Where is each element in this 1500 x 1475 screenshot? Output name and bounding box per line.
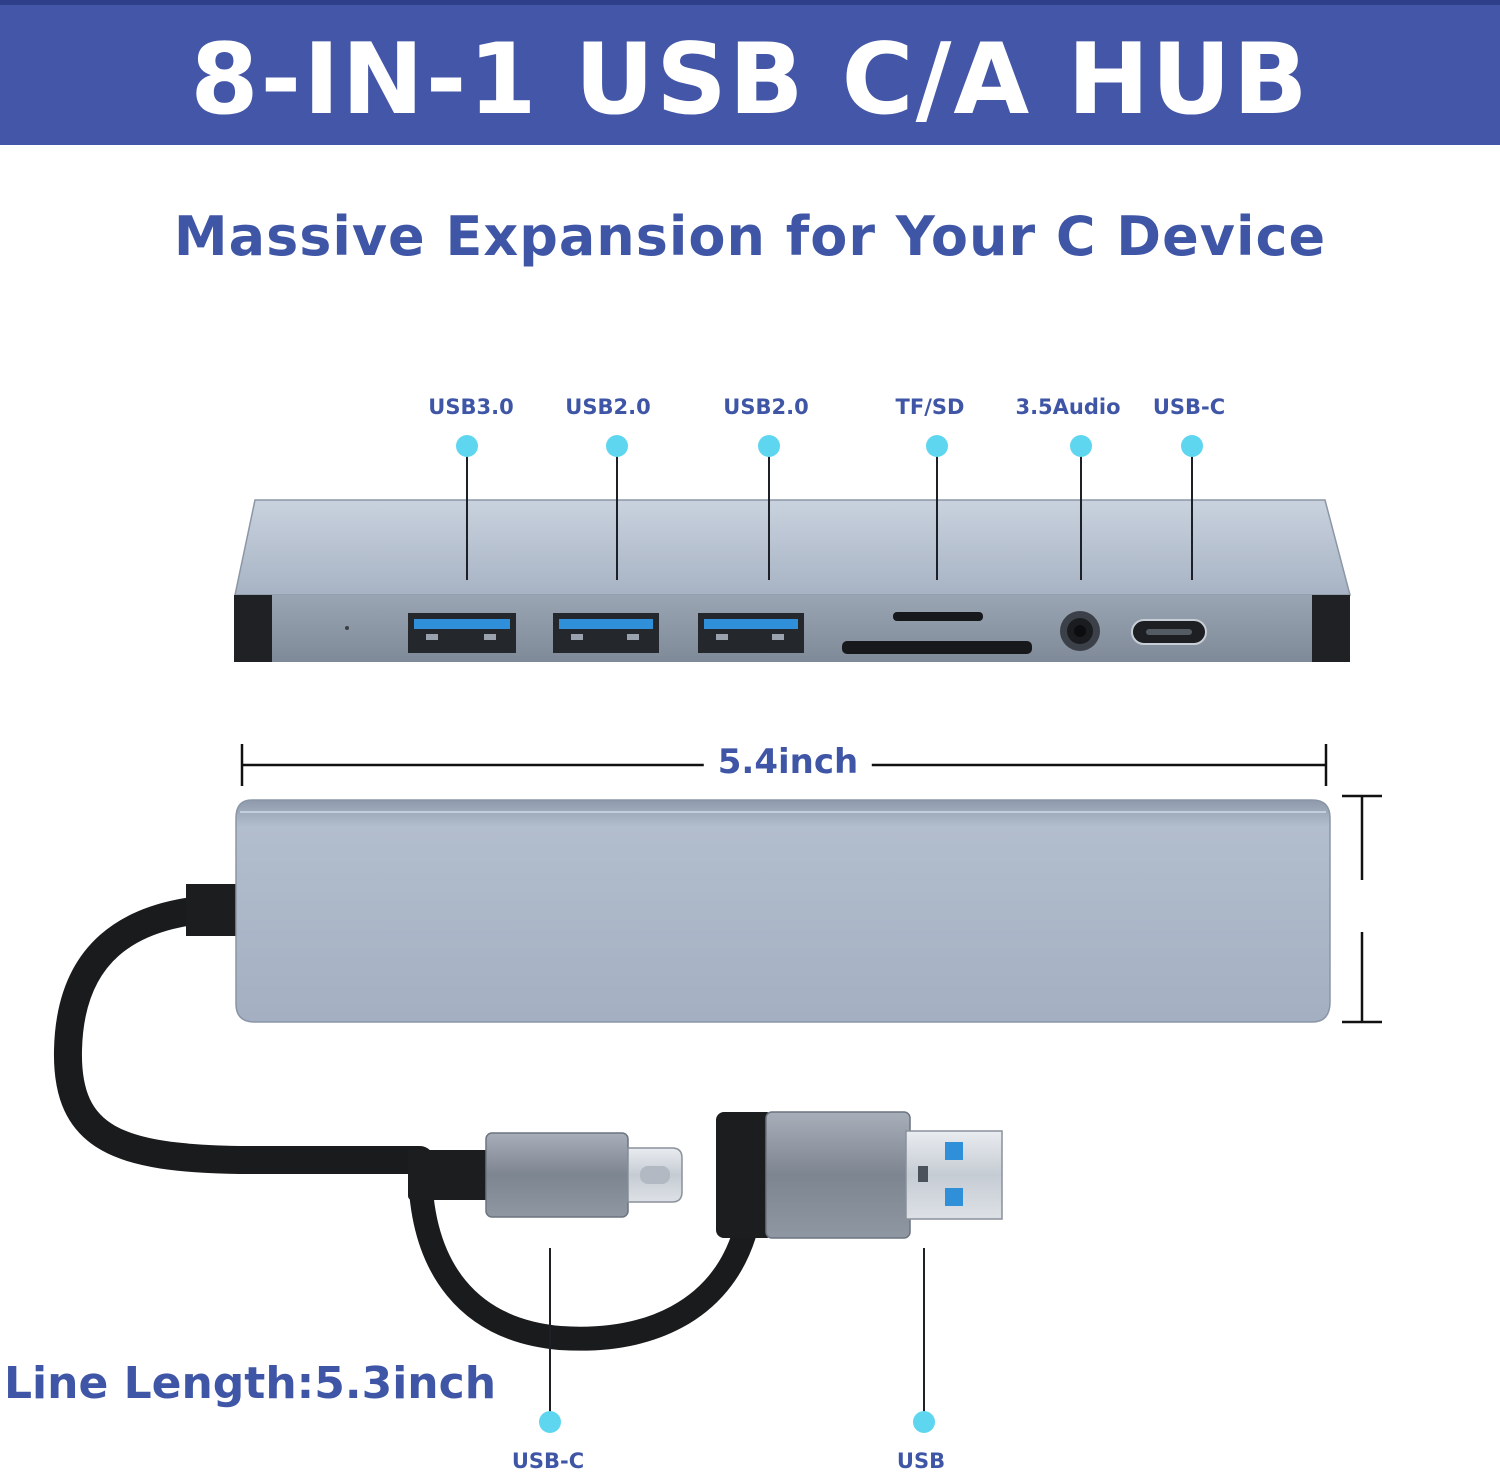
usb-c-port [1131, 619, 1207, 645]
subtitle: Massive Expansion for Your C Device [173, 205, 1327, 268]
audio-jack [1060, 611, 1100, 651]
port-label-usb2-2: USB2.0 [723, 395, 809, 419]
hub-end-cap-left [234, 595, 272, 662]
height-dimension [1342, 794, 1382, 1024]
port-label-usb2-1: USB2.0 [565, 395, 651, 419]
port-label-usb3: USB3.0 [428, 395, 514, 419]
callout-dot [913, 1411, 935, 1433]
callout-dot [758, 435, 780, 457]
usb2-port-2 [698, 613, 804, 653]
hub-front-view [234, 499, 1351, 662]
page-title: 8-IN-1 USB C/A HUB [190, 23, 1310, 137]
callout-dot [456, 435, 478, 457]
cable-label-usb: USB [896, 1449, 946, 1473]
callout-dot [1181, 435, 1203, 457]
port-label-tf-sd: TF/SD [895, 395, 965, 419]
hub-top-view [235, 799, 1331, 1023]
cable [53, 894, 756, 1351]
cable-strain-relief [186, 884, 242, 936]
cable-label-usb-c: USB-C [511, 1449, 585, 1473]
callout-dot [1070, 435, 1092, 457]
tf-sd-slots [842, 612, 1032, 654]
usb2-port-1 [553, 613, 659, 653]
line-length-label: Line Length:5.3inch [4, 1358, 497, 1409]
usb-a-connector [716, 1111, 1003, 1239]
usb-c-connector [408, 1132, 683, 1218]
hub-end-cap-right [1312, 595, 1350, 662]
status-led [345, 626, 349, 630]
callout-dot [926, 435, 948, 457]
callout-dot [606, 435, 628, 457]
port-label-audio: 3.5Audio [1015, 395, 1121, 419]
header-banner: 8-IN-1 USB C/A HUB [0, 0, 1500, 145]
callout-dot [539, 1411, 561, 1433]
port-label-usb-c: USB-C [1152, 395, 1226, 419]
callout-dots [456, 435, 1203, 457]
usb3-port [408, 613, 516, 653]
port-callouts [466, 446, 1193, 580]
width-label: 5.4inch [703, 742, 873, 782]
cable-callouts [549, 1248, 925, 1422]
